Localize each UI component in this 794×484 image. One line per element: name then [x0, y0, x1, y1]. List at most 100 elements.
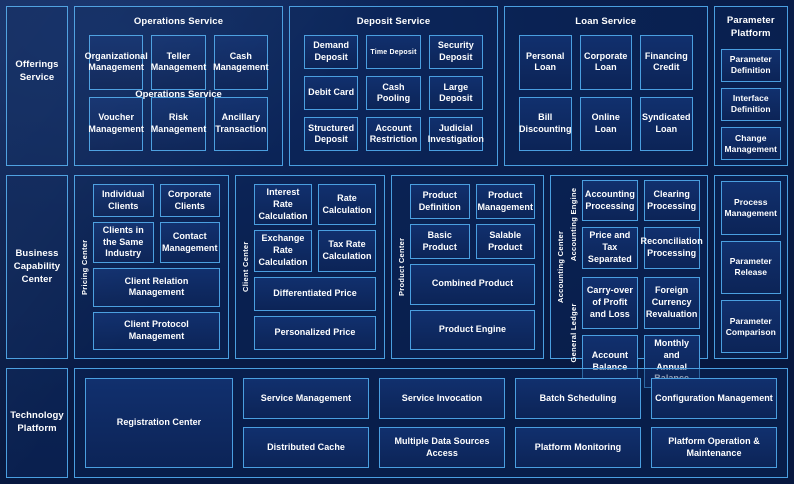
vertical-label-pricing-center: Pricing Center — [80, 239, 89, 296]
vertical-label-product-center: Product Center — [397, 238, 406, 297]
accounting-center-body: Accounting Engine Accounting Processing … — [567, 180, 704, 389]
tile-parameter-definition[interactable]: Parameter Definition — [720, 48, 781, 82]
tile-multiple-data-sources-access[interactable]: Multiple Data Sources Access — [379, 427, 505, 468]
tile-account-restriction[interactable]: Account Restriction — [366, 117, 421, 152]
tile-personalized-price[interactable]: Personalized Price — [254, 315, 376, 351]
tile-cash-pooling[interactable]: Cash Pooling — [366, 76, 421, 111]
tile-debit-card[interactable]: Debit Card — [304, 76, 359, 111]
tile-clients-in-the-same-industry[interactable]: Clients in the Same Industry — [93, 222, 154, 264]
tile-client-protocol-management[interactable]: Client Protocol Management — [93, 311, 220, 351]
panel-title-operations-service: Operations Service — [133, 16, 224, 27]
tile-exchange-rate-calculation[interactable]: Exchange Rate Calculation — [254, 230, 312, 272]
tile-large-deposit[interactable]: Large Deposit — [428, 76, 483, 111]
tile-rate-calculation[interactable]: Rate Calculation — [318, 184, 376, 226]
tile-syndicated-loan[interactable]: Syndicated Loan — [640, 96, 693, 152]
tile-salable-product[interactable]: Salable Product — [475, 224, 535, 259]
tile-basic-product[interactable]: Basic Product — [410, 224, 470, 259]
tile-structured-deposit[interactable]: Structured Deposit — [304, 117, 359, 152]
loan-service-tile-grid: Personal Loan Corporate Loan Financing C… — [509, 31, 703, 161]
tile-combined-product[interactable]: Combined Product — [410, 263, 535, 305]
tile-judicial-investigation[interactable]: Judicial Investigation — [428, 117, 484, 152]
business-capability-center-row: Business Capability Center Pricing Cente… — [6, 175, 788, 389]
tile-foreign-currency-revaluation[interactable]: Foreign Currency Revaluation — [643, 276, 700, 330]
tile-platform-operation-maintenance[interactable]: Platform Operation & Maintenance — [651, 427, 777, 468]
tile-cash-management[interactable]: Cash Management — [213, 35, 269, 90]
tile-security-deposit[interactable]: Security Deposit — [428, 35, 483, 70]
subgroup-accounting-engine: Accounting Engine Accounting Processing … — [567, 180, 704, 269]
tile-configuration-management[interactable]: Configuration Management — [651, 378, 777, 420]
tile-time-deposit[interactable]: Time Deposit — [366, 35, 421, 70]
product-center-pair-1: Product Definition Product Management — [410, 184, 535, 220]
tile-reconciliation-processing[interactable]: Reconciliation Processing — [641, 227, 703, 269]
rail-label-business-capability-center: Business Capability Center — [6, 175, 68, 360]
panel-parameter-platform-bottom[interactable]: Process Management Parameter Release Par… — [713, 175, 788, 360]
tile-registration-center[interactable]: Registration Center — [85, 378, 233, 468]
technology-platform-tile-grid: Service Management Service Invocation Ba… — [243, 378, 777, 468]
tile-product-management[interactable]: Product Management — [475, 184, 535, 220]
panel-title-deposit-service: Deposit Service — [356, 16, 431, 27]
client-center-pair-2: Exchange Rate Calculation Tax Rate Calcu… — [254, 230, 376, 272]
tile-ancillary-transaction[interactable]: Ancillary Transaction — [213, 96, 268, 152]
tile-risk-management[interactable]: Risk Management — [151, 96, 206, 152]
rail-label-technology-platform: Technology Platform — [6, 368, 68, 478]
tile-voucher-management[interactable]: Voucher Management — [88, 96, 144, 152]
tile-differentiated-price[interactable]: Differentiated Price — [254, 276, 376, 311]
tile-accounting-processing[interactable]: Accounting Processing — [582, 180, 638, 222]
tile-client-relation-management[interactable]: Client Relation Management — [93, 268, 220, 307]
client-center-body: Interest Rate Calculation Rate Calculati… — [252, 180, 381, 354]
panel-accounting-center[interactable]: Accounting Center Accounting Engine Acco… — [550, 175, 708, 389]
tile-personal-loan[interactable]: Personal Loan — [519, 35, 572, 90]
panel-loan-service[interactable]: Loan Service Personal Loan Corporate Loa… — [504, 6, 708, 167]
tile-parameter-comparison[interactable]: Parameter Comparison — [720, 300, 781, 354]
tile-contact-management[interactable]: Contact Management — [159, 222, 220, 264]
tile-corporate-loan[interactable]: Corporate Loan — [579, 35, 633, 90]
tile-process-management[interactable]: Process Management — [720, 181, 781, 235]
tile-service-management[interactable]: Service Management — [243, 378, 369, 420]
tile-service-invocation[interactable]: Service Invocation — [379, 378, 505, 420]
panel-deposit-service[interactable]: Deposit Service Demand Deposit Time Depo… — [289, 6, 498, 167]
panel-operations-service[interactable]: Operations Service Operations Service Or… — [74, 6, 283, 167]
rail-label-offerings-service: Offerings Service — [6, 6, 68, 167]
operations-service-tile-grid: Organizational Management Teller Managem… — [79, 31, 278, 161]
pricing-center-pair-2: Clients in the Same Industry Contact Man… — [93, 222, 220, 264]
vertical-label-accounting-engine: Accounting Engine — [569, 187, 578, 262]
vertical-label-accounting-center: Accounting Center — [556, 231, 565, 304]
deposit-service-tile-grid: Demand Deposit Time Deposit Security Dep… — [294, 31, 493, 161]
client-center-pair-1: Interest Rate Calculation Rate Calculati… — [254, 184, 376, 226]
tile-platform-monitoring[interactable]: Platform Monitoring — [515, 427, 641, 468]
tile-organizational-management[interactable]: Organizational Management — [85, 35, 148, 90]
tile-bill-discounting[interactable]: Bill Discounting — [519, 96, 572, 152]
tile-product-definition[interactable]: Product Definition — [410, 184, 470, 220]
tile-financing-credit[interactable]: Financing Credit — [640, 35, 693, 90]
tile-interface-definition[interactable]: Interface Definition — [720, 87, 781, 122]
panel-pricing-center[interactable]: Pricing Center Individual Clients Corpor… — [74, 175, 229, 360]
tile-corporate-clients[interactable]: Corporate Clients — [159, 184, 220, 218]
product-center-pair-2: Basic Product Salable Product — [410, 224, 535, 259]
panel-client-center[interactable]: Client Center Interest Rate Calculation … — [235, 175, 385, 360]
tile-product-engine[interactable]: Product Engine — [410, 309, 535, 351]
tile-price-and-tax-separated[interactable]: Price and Tax Separated — [582, 227, 638, 269]
tile-distributed-cache[interactable]: Distributed Cache — [243, 427, 369, 468]
pricing-center-pair-1: Individual Clients Corporate Clients — [93, 184, 220, 218]
tile-individual-clients[interactable]: Individual Clients — [93, 184, 154, 218]
panel-technology-platform[interactable]: Registration Center Service Management S… — [74, 368, 788, 478]
panel-title-loan-service: Loan Service — [575, 16, 637, 27]
tile-carry-over-of-profit-and-loss[interactable]: Carry-over of Profit and Loss — [582, 276, 638, 330]
tile-clearing-processing[interactable]: Clearing Processing — [643, 180, 700, 222]
offerings-service-row: Offerings Service Operations Service Ope… — [6, 6, 788, 167]
tile-online-loan[interactable]: Online Loan — [579, 96, 633, 152]
panel-parameter-platform-top[interactable]: Parameter Platform Parameter Definition … — [713, 6, 788, 167]
tile-demand-deposit[interactable]: Demand Deposit — [304, 35, 359, 70]
technology-platform-row: Technology Platform Registration Center … — [6, 368, 788, 478]
product-center-body: Product Definition Product Management Ba… — [408, 180, 540, 354]
tile-parameter-release[interactable]: Parameter Release — [720, 240, 781, 295]
tile-teller-management[interactable]: Teller Management — [151, 35, 206, 90]
panel-product-center[interactable]: Product Center Product Definition Produc… — [391, 175, 544, 360]
vertical-label-client-center: Client Center — [241, 242, 250, 293]
tile-batch-scheduling[interactable]: Batch Scheduling — [515, 378, 641, 420]
tile-interest-rate-calculation[interactable]: Interest Rate Calculation — [254, 184, 312, 226]
tile-tax-rate-calculation[interactable]: Tax Rate Calculation — [318, 230, 376, 272]
tile-change-management[interactable]: Change Management — [720, 127, 781, 161]
accounting-engine-tile-grid: Accounting Processing Clearing Processin… — [580, 180, 704, 269]
